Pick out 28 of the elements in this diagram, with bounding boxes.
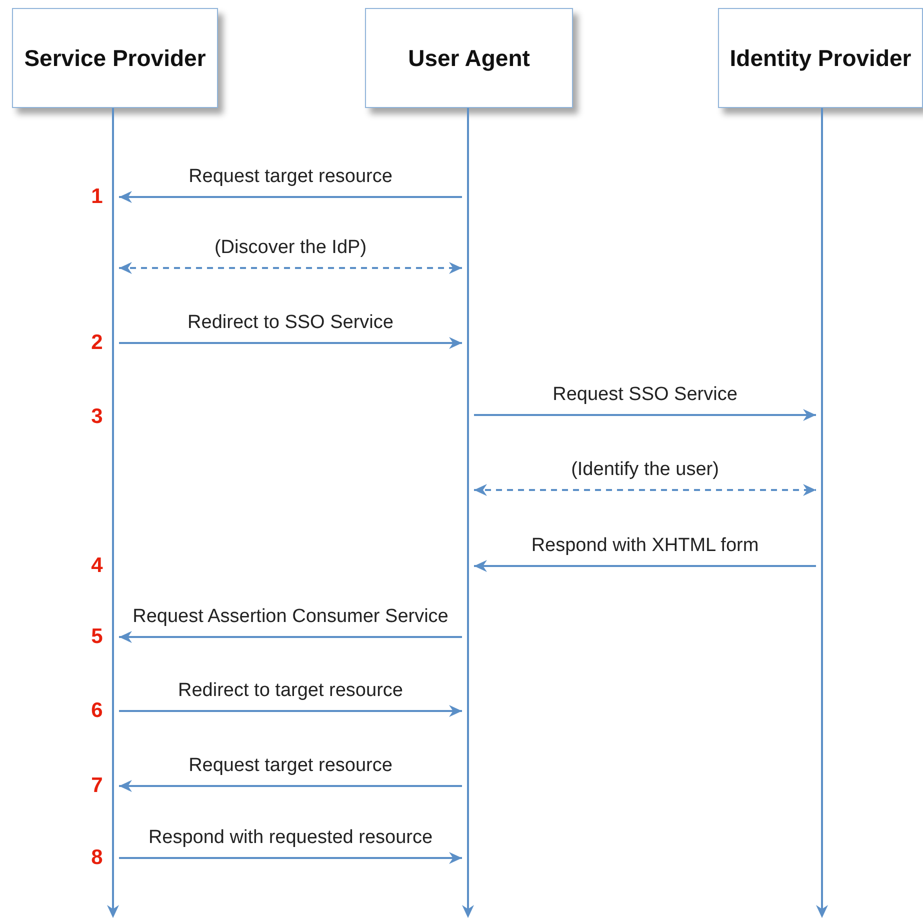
message-arrow <box>119 852 462 864</box>
edge-label: (Identify the user) <box>569 459 721 481</box>
message-arrow <box>474 484 816 496</box>
lifeline-arrow <box>816 108 828 918</box>
step-number: 5 <box>91 625 103 649</box>
lifeline-arrow <box>107 108 119 918</box>
message-arrow <box>119 631 462 643</box>
message-arrow <box>119 262 462 274</box>
step-number: 7 <box>91 774 103 798</box>
lifeline-arrow <box>462 108 474 918</box>
step-number: 6 <box>91 699 103 723</box>
participant-name: Identity Provider <box>730 44 912 72</box>
step-number: 1 <box>91 185 103 209</box>
participant-box <box>718 8 923 108</box>
participant-name: User Agent <box>408 44 530 72</box>
message-arrow <box>474 560 816 572</box>
step-number: 3 <box>91 405 103 429</box>
participant-box <box>365 8 573 108</box>
step-number: 8 <box>91 846 103 870</box>
message-arrow <box>119 705 462 717</box>
step-number: 2 <box>91 331 103 355</box>
message-arrow <box>119 191 462 203</box>
message-arrow <box>474 409 816 421</box>
step-number: 4 <box>91 554 103 578</box>
participant-box <box>12 8 218 108</box>
message-arrow <box>119 337 462 349</box>
message-arrow <box>119 780 462 792</box>
participant-name: Service Provider <box>24 44 206 72</box>
